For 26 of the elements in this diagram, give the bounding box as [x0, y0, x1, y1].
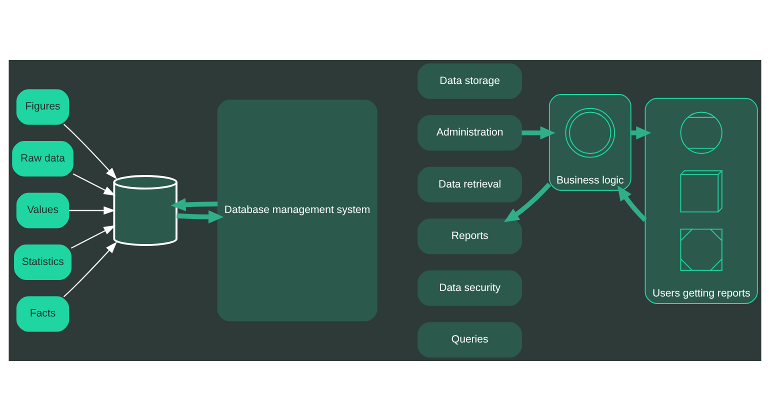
- arrow: [63, 241, 118, 297]
- arrow: [70, 224, 116, 248]
- node-box: Facts: [16, 296, 70, 332]
- arrow: [617, 184, 647, 222]
- node-box: Database management system: [217, 99, 378, 321]
- arrow: [68, 206, 116, 214]
- node-box: Statistics: [14, 244, 72, 280]
- cluster: Business logic: [548, 94, 632, 190]
- node-picture: [565, 107, 616, 158]
- node-box: Data storage: [418, 62, 522, 98]
- node-box: Values: [16, 192, 70, 228]
- node-picture: [680, 111, 722, 154]
- node-box: Administration: [418, 114, 522, 150]
- node-box: Raw data: [12, 140, 74, 176]
- cluster: Users getting reports: [644, 97, 758, 304]
- node-box: Data security: [418, 270, 522, 306]
- node-box: Queries: [418, 322, 522, 358]
- node-box: Figures: [16, 88, 70, 124]
- arrow: [522, 126, 556, 139]
- arrow: [72, 172, 116, 196]
- arrow: [504, 182, 552, 222]
- node-box: Data retrieval: [418, 166, 522, 202]
- arrow: [170, 198, 218, 211]
- arrow: [176, 210, 224, 223]
- node-box: Reports: [418, 218, 522, 254]
- arrow: [63, 123, 118, 179]
